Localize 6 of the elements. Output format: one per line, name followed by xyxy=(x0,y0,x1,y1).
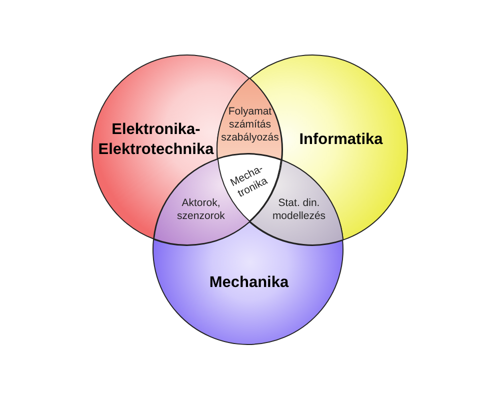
region-label: Aktorok, szenzorok xyxy=(177,196,225,223)
circle-label: Elektronika- Elektrotechnika xyxy=(98,120,214,160)
region-label: Folyamat számítás szabályozás xyxy=(221,105,279,144)
circle-label: Informatika xyxy=(299,130,383,150)
region-label: Stat. din. modellezés xyxy=(271,196,327,223)
circle-label: Mechanika xyxy=(209,272,289,293)
